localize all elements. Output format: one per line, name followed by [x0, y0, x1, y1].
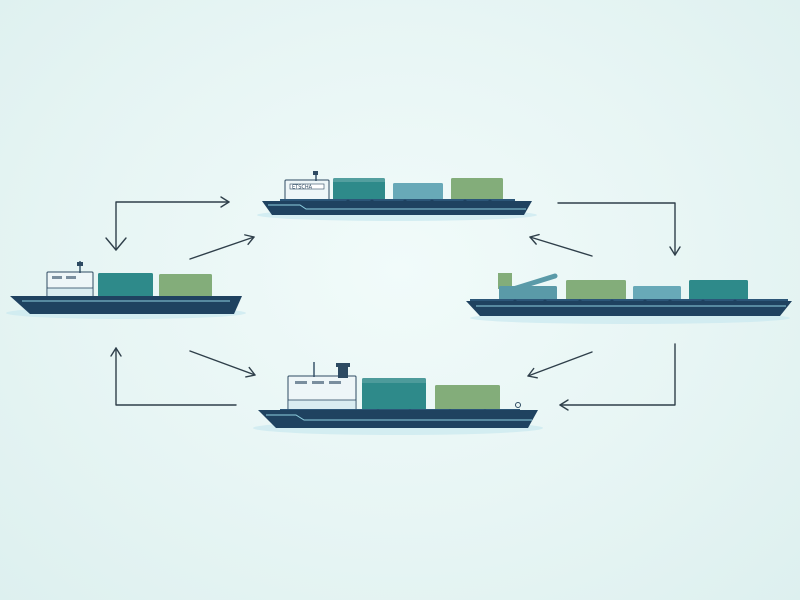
hull: [262, 201, 532, 215]
container: [333, 178, 385, 200]
container: [159, 274, 212, 297]
hull: [466, 301, 792, 316]
hull: [258, 410, 538, 428]
hull: [10, 296, 242, 314]
ship-top: ETSCHA: [257, 171, 537, 221]
crane-cab: [498, 273, 512, 289]
arrow-elbow-top-left: [115, 196, 230, 251]
arrow-diag-right-to-top: [529, 233, 593, 257]
container: [393, 183, 443, 200]
arrow-diag-right-to-bottom: [527, 351, 593, 379]
arrow-elbow-top-right: [557, 202, 681, 256]
container: [689, 280, 748, 301]
container: [98, 273, 153, 297]
container: [451, 178, 503, 200]
ship-right: [466, 273, 792, 324]
bridge-structure: [284, 179, 330, 203]
arrow-diag-left-to-top: [189, 234, 255, 260]
arrow-elbow-bottom-right: [559, 343, 676, 411]
hull-label: ETSCHA: [292, 184, 313, 190]
container: [499, 286, 557, 301]
arrow-diag-left-to-bottom: [189, 350, 256, 378]
container: [566, 280, 626, 301]
ship-bottom: [253, 362, 543, 435]
container: [633, 286, 681, 301]
arrow-elbow-bottom-left: [110, 347, 237, 406]
container: [435, 385, 500, 410]
arrows-group: [105, 196, 681, 411]
arrowhead-down-top-left: [105, 237, 127, 251]
container: [362, 378, 426, 410]
ship-left: [6, 261, 246, 319]
